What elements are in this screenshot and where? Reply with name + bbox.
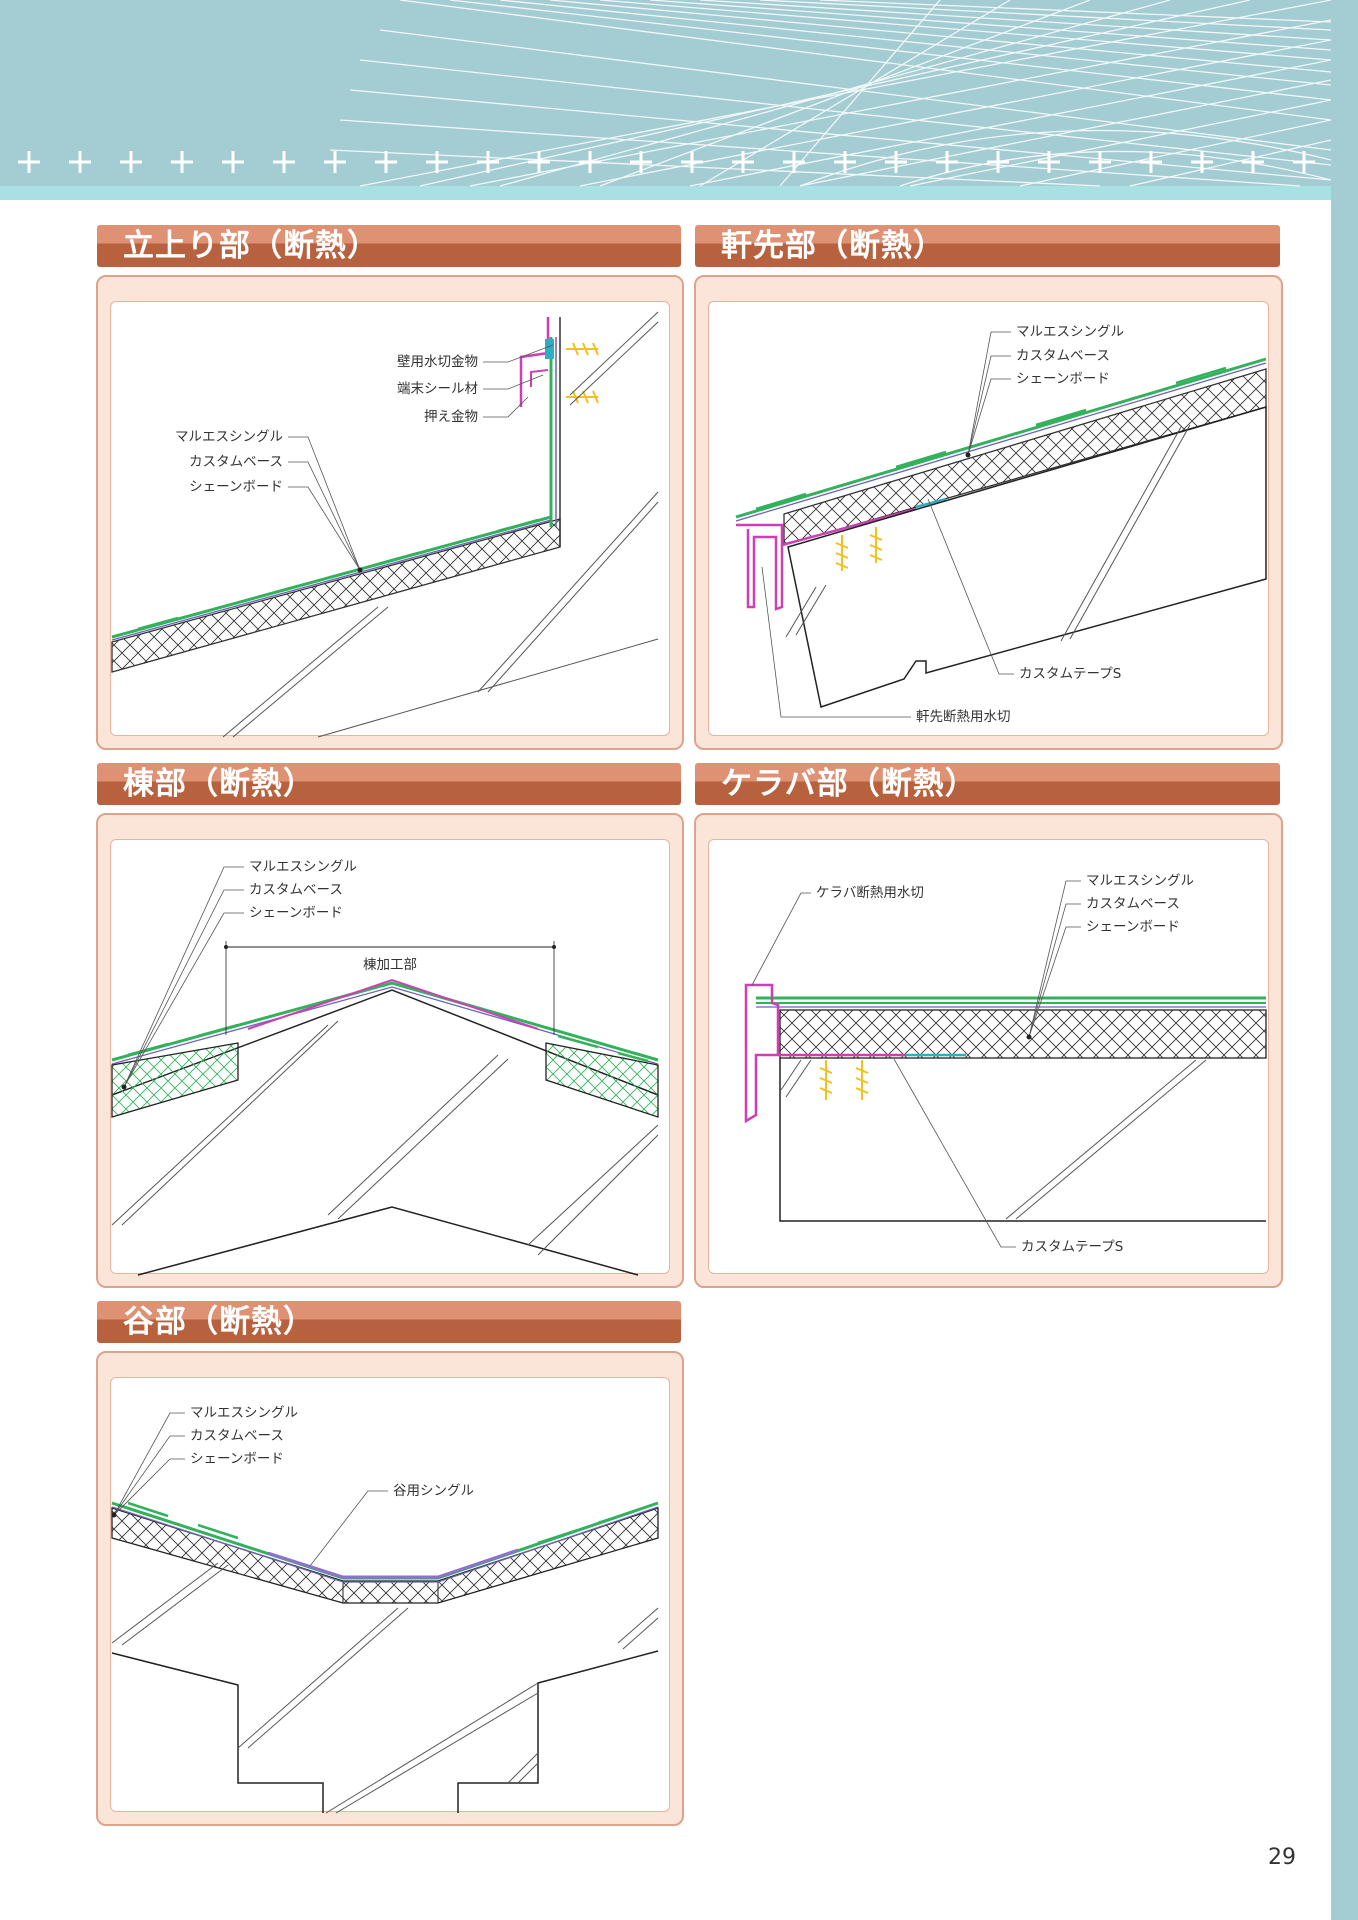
label-shingle: マルエスシングル (1016, 324, 1124, 340)
detail-drawing-tanibu: マルエスシングル カスタムベース シェーンボード 谷用シングル (111, 1405, 659, 1814)
header-plus-row (18, 151, 1315, 173)
screw-icon (819, 1060, 869, 1100)
eaves-flashing-metal (736, 523, 784, 611)
rafter-outline (111, 1652, 324, 1813)
label-end-sealant: 端末シール材 (397, 381, 478, 397)
section-title-keraba: ケラバ部（断熱） (721, 766, 977, 802)
label-base: カスタムベース (189, 454, 283, 470)
detail-drawing-mune: マルエスシングル カスタムベース シェーンボード 棟加工部 (111, 859, 659, 1276)
right-edge-band (1331, 0, 1358, 1920)
page-number: 29 (1268, 1845, 1296, 1870)
section-title-bar-nokisaki: 軒先部（断熱） (695, 225, 1280, 267)
label-shingle: マルエスシングル (1086, 873, 1194, 889)
end-sealant (545, 339, 554, 359)
label-custom-tape: カスタムテープS (1019, 666, 1121, 682)
insulation-board (783, 368, 1267, 546)
section-title-mune: 棟部（断熱） (123, 766, 315, 802)
label-valley-shingle: 谷用シングル (393, 1483, 474, 1499)
label-custom-tape: カスタムテープS (1021, 1239, 1123, 1255)
section-title-tanibu: 谷部（断熱） (123, 1304, 315, 1340)
insulation-board (779, 1009, 1267, 1059)
section-title-tachiagari: 立上り部（断熱） (123, 228, 379, 264)
shingle-layer (735, 357, 1267, 519)
label-base: カスタムベース (190, 1428, 284, 1444)
detail-drawing-keraba: ケラバ断熱用水切 マルエスシングル カスタムベース シェーンボード カスタムテー… (744, 873, 1267, 1255)
diagram-panel-tanibu: マルエスシングル カスタムベース シェーンボード 谷用シングル (96, 1351, 684, 1826)
label-base: カスタムベース (1016, 348, 1110, 364)
valley-shingle-layer (267, 1548, 519, 1579)
label-base: カスタムベース (1086, 896, 1180, 912)
insulation-board (111, 518, 561, 673)
rafter-outline (779, 1058, 1266, 1222)
insulation-board (111, 1042, 239, 1118)
label-board: シェーンボード (1016, 371, 1110, 387)
rafter-outline (787, 405, 1267, 708)
diagram-panel-nokisaki: マルエスシングル カスタムベース シェーンボード カスタムテープS 軒先断熱用水… (694, 275, 1283, 750)
label-holding-metal: 押え金物 (424, 409, 478, 425)
label-board: シェーンボード (1086, 919, 1180, 935)
verge-flashing-metal (744, 983, 780, 1124)
label-shingle: マルエスシングル (175, 429, 283, 445)
section-title-bar-tanibu: 谷部（断熱） (97, 1301, 681, 1343)
screw-icon (835, 527, 883, 571)
screw-icon (566, 342, 599, 404)
label-shingle: マルエスシングル (190, 1405, 298, 1421)
section-title-bar-keraba: ケラバ部（断熱） (695, 763, 1280, 805)
detail-drawing-nokisaki: マルエスシングル カスタムベース シェーンボード カスタムテープS 軒先断熱用水… (735, 324, 1267, 725)
wall-flashing-metal (519, 317, 550, 407)
label-shingle: マルエスシングル (249, 859, 357, 875)
label-board: シェーンボード (189, 479, 283, 495)
diagram-panel-keraba: ケラバ断熱用水切 マルエスシングル カスタムベース シェーンボード カスタムテー… (694, 813, 1283, 1288)
label-wall-flashing: 壁用水切金物 (397, 354, 478, 370)
label-eaves-flashing: 軒先断熱用水切 (916, 709, 1011, 725)
page-header-banner (0, 0, 1331, 200)
label-verge-flashing: ケラバ断熱用水切 (816, 885, 924, 901)
diagram-panel-mune: マルエスシングル カスタムベース シェーンボード 棟加工部 (96, 813, 684, 1288)
label-board: シェーンボード (249, 905, 343, 921)
label-base: カスタムベース (249, 882, 343, 898)
custom-tape (915, 497, 947, 509)
label-ridge-area: 棟加工部 (363, 957, 417, 973)
shingle-layer (111, 515, 552, 639)
detail-drawing-tachiagari: 壁用水切金物 端末シール材 押え金物 マルエスシングル カスタムベース シェーン… (111, 311, 659, 738)
insulation-board (111, 1507, 659, 1604)
section-title-bar-mune: 棟部（断熱） (97, 763, 681, 805)
section-title-bar-tachiagari: 立上り部（断熱） (97, 225, 681, 267)
section-title-nokisaki: 軒先部（断熱） (721, 228, 945, 264)
label-board: シェーンボード (190, 1451, 284, 1467)
diagram-panel-tachiagari: 壁用水切金物 端末シール材 押え金物 マルエスシングル カスタムベース シェーン… (96, 275, 684, 750)
